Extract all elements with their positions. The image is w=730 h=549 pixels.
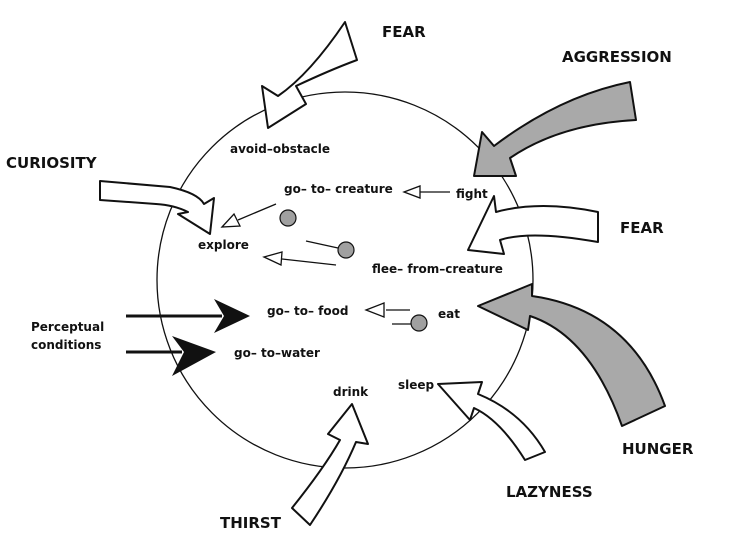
inhibition-node-eat <box>410 314 428 332</box>
behavior-eat: eat <box>438 307 460 321</box>
eat-to-food-head <box>364 302 385 318</box>
behavior-fight: fight <box>456 187 488 201</box>
creature-to-explore-head <box>220 212 242 228</box>
behavior-avoid-obstacle: avoid–obstacle <box>230 142 330 156</box>
curiosity-arrow <box>99 180 215 235</box>
label-hunger: HUNGER <box>622 440 694 458</box>
label-aggression: AGGRESSION <box>562 48 672 66</box>
behavior-go-to-water: go– to–water <box>234 346 320 360</box>
fear-top-arrow <box>261 21 358 129</box>
aggression-arrow <box>473 81 637 177</box>
label-curiosity: CURIOSITY <box>6 154 98 172</box>
behavior-go-to-food: go– to– food <box>267 304 348 318</box>
label-lazyness: LAZYNESS <box>506 483 593 501</box>
inhibition-node-flee <box>337 241 355 259</box>
label-perceptual-2: conditions <box>31 338 101 352</box>
behavior-drink: drink <box>333 385 369 399</box>
creature-to-explore-arrow <box>237 203 277 221</box>
flee-inhibit-line <box>305 240 339 249</box>
behavior-go-to-creature: go– to– creature <box>284 182 393 196</box>
inhibition-node-creature <box>279 209 297 227</box>
behavior-circle <box>156 91 534 469</box>
flee-to-explore-arrow <box>281 258 337 266</box>
perceptual-arrow-1-head <box>214 299 250 333</box>
flee-to-explore-head <box>262 251 283 266</box>
fight-to-creature-head <box>402 185 421 199</box>
behavior-flee-from-creature: flee– from–creature <box>372 262 503 276</box>
thirst-arrow <box>291 403 369 526</box>
perceptual-arrow-2-head <box>172 336 216 376</box>
label-perceptual-1: Perceptual <box>31 320 104 334</box>
hunger-arrow <box>477 283 666 427</box>
label-fear-right: FEAR <box>620 219 664 237</box>
label-fear-top: FEAR <box>382 23 426 41</box>
label-thirst: THIRST <box>220 514 282 532</box>
behavior-explore: explore <box>198 238 249 252</box>
lazyness-arrow <box>437 381 546 461</box>
fear-right-arrow <box>467 195 599 255</box>
behavior-sleep: sleep <box>398 378 435 392</box>
